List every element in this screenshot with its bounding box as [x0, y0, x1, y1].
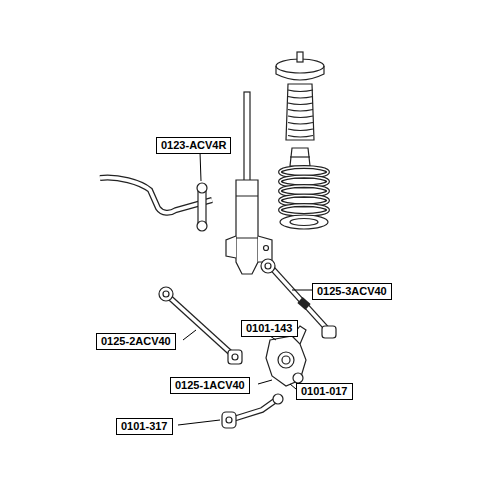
part-number-box: 0125-1ACV40 [170, 377, 250, 394]
part-number-box: 0101-017 [296, 383, 353, 400]
part-number-box: 0125-2ACV40 [96, 333, 176, 350]
part-number-box: 0123-ACV4R [156, 137, 231, 154]
boot-fold [288, 103, 313, 105]
boot-fold [288, 129, 313, 131]
part-number: 0125-1ACV40 [175, 379, 245, 392]
boot-fold [288, 97, 313, 99]
boot-fold [288, 116, 313, 118]
part-number: 0125-2ACV40 [101, 335, 171, 348]
part-number: 0101-143 [246, 322, 293, 335]
boot-fold [288, 123, 313, 125]
boot-fold [288, 136, 313, 138]
spring-coil [280, 205, 328, 215]
part-number: 0125-3ACV40 [317, 285, 387, 298]
part-number: 0101-317 [121, 420, 168, 433]
part-number: 0101-017 [301, 385, 348, 398]
boot-fold [288, 90, 313, 92]
part-number-box: 0101-143 [241, 320, 298, 337]
part-number: 0123-ACV4R [161, 139, 226, 152]
spring-coil [280, 205, 328, 215]
part-number-box: 0101-317 [116, 418, 173, 435]
part-number-box: 0125-3ACV40 [312, 283, 392, 300]
boot-fold [288, 110, 313, 112]
